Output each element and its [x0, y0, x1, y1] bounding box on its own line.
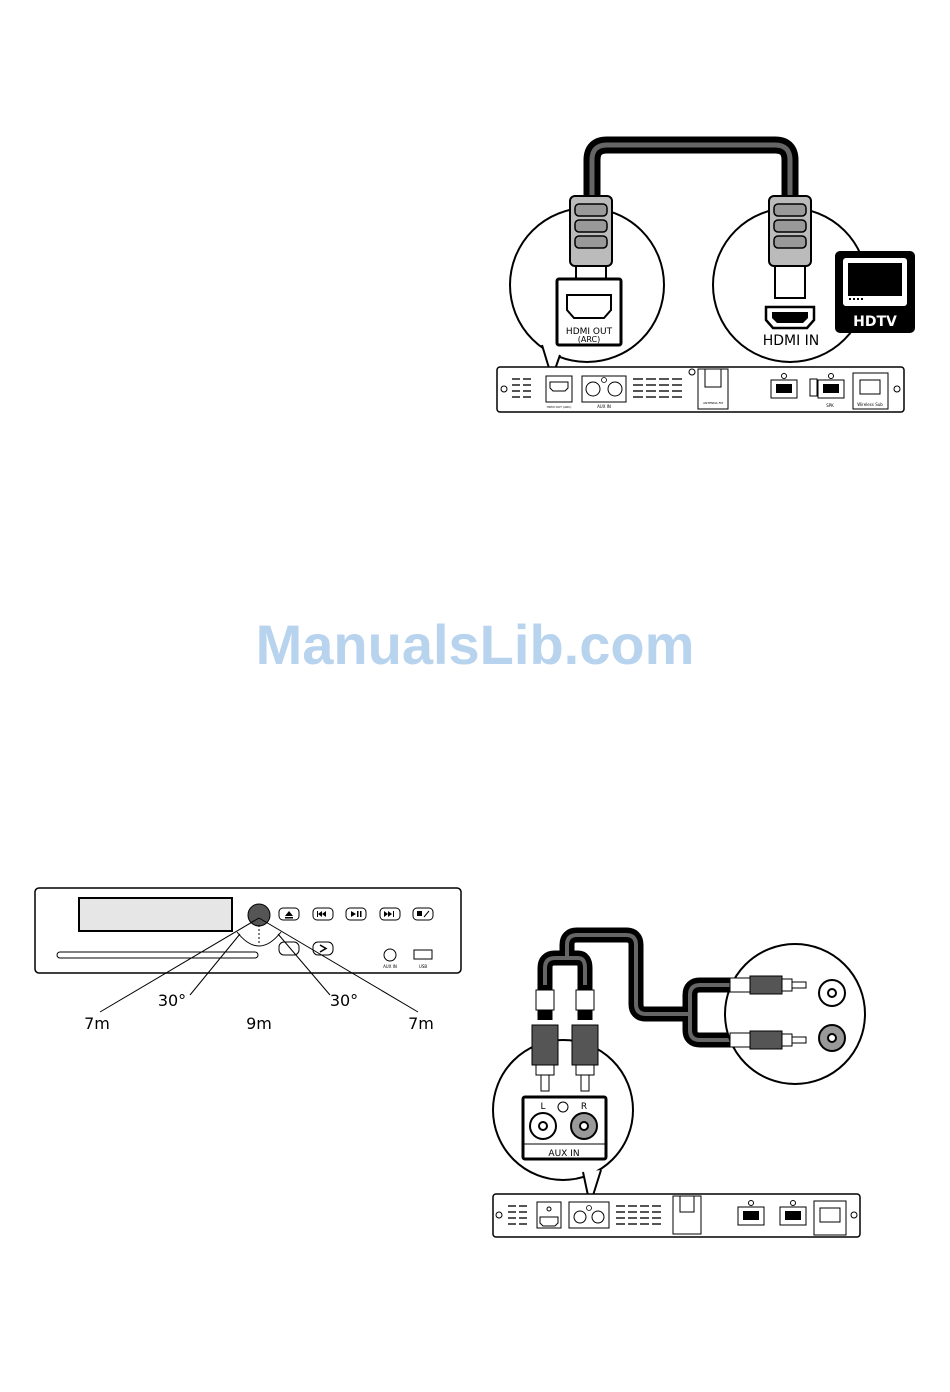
hdmi-connection-figure: HDMI OUT (ARC) HDMI IN HDTV	[497, 145, 915, 412]
remote-range-figure: AUX IN USB 30° 30° 7m 9m 7m	[35, 888, 461, 1033]
aux-jack-r-label: R	[581, 1102, 587, 1112]
aux-in-label: AUX IN	[548, 1149, 579, 1159]
hdtv-icon: HDTV	[835, 251, 915, 333]
dist-right-label: 7m	[408, 1014, 434, 1033]
arc-label: (ARC)	[578, 335, 600, 344]
rear-antenna-small-label: ANTENNA FM	[703, 401, 723, 405]
rear-aux-small-label: AUX IN	[597, 404, 611, 409]
hdtv-label: HDTV	[853, 314, 897, 330]
aux-jack-l-label: L	[540, 1102, 545, 1112]
rear-wireless-small-label: Wireless Sub	[857, 402, 883, 407]
tv-audio-zoom-circle	[725, 944, 865, 1084]
watermark: ManualsLib.com	[0, 612, 950, 677]
rear-panel-bottom	[493, 1194, 860, 1237]
dist-center-label: 9m	[246, 1014, 272, 1033]
disc-slot	[57, 952, 258, 958]
hdmi-in-label: HDMI IN	[763, 333, 820, 349]
dist-left-label: 7m	[84, 1014, 110, 1033]
angle-left-label: 30°	[158, 991, 186, 1010]
angle-right-label: 30°	[330, 991, 358, 1010]
rear-spk-small-label: SPK	[826, 403, 834, 408]
rear-panel-top: HDMI OUT (ARC) AUX IN ANTENNA FM	[497, 367, 904, 412]
aux-cable	[545, 935, 740, 1040]
hdmi-plug-right	[769, 196, 811, 298]
front-display	[79, 898, 232, 931]
hdmi-cable	[592, 145, 790, 200]
front-usb-small-label: USB	[419, 964, 427, 969]
front-aux-small-label: AUX IN	[383, 964, 397, 969]
aux-connection-figure: L R AUX IN	[493, 935, 865, 1237]
rear-hdmi-small-label: HDMI OUT (ARC)	[547, 405, 572, 409]
